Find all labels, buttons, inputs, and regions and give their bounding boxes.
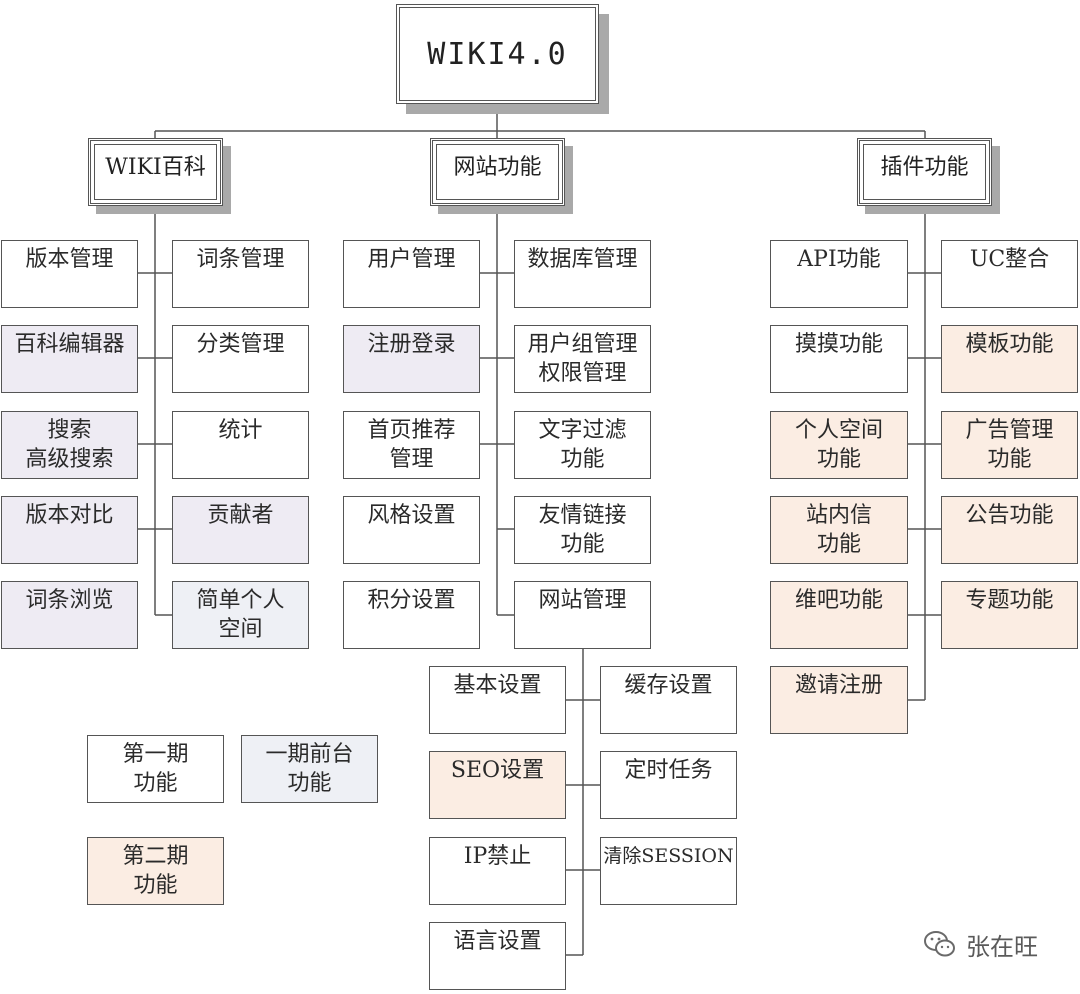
legend-phase2: 第二期 功能	[87, 837, 224, 905]
node-entry-manage: 词条管理	[172, 240, 309, 308]
header-site: 网站功能	[430, 138, 565, 206]
node-simple-space: 简单个人 空间	[172, 581, 309, 649]
node-ip-ban: IP禁止	[429, 837, 566, 905]
node-cron-tasks: 定时任务	[600, 751, 737, 819]
node-api: API功能	[770, 240, 908, 308]
node-version-manage: 版本管理	[1, 240, 138, 308]
node-basic-settings: 基本设置	[429, 666, 566, 734]
node-register-login: 注册登录	[343, 325, 480, 393]
node-statistics: 统计	[172, 411, 309, 479]
node-site-manage: 网站管理	[514, 581, 651, 649]
node-search: 搜索 高级搜索	[1, 411, 138, 479]
node-entry-browse: 词条浏览	[1, 581, 138, 649]
node-template: 模板功能	[941, 325, 1078, 393]
node-touch: 摸摸功能	[770, 325, 908, 393]
node-wiki-editor: 百科编辑器	[1, 325, 138, 393]
node-weiba: 维吧功能	[770, 581, 908, 649]
node-seo-settings: SEO设置	[429, 751, 566, 819]
node-text-filter: 文字过滤 功能	[514, 411, 651, 479]
legend-phase1-front: 一期前台 功能	[241, 735, 378, 803]
node-announcement: 公告功能	[941, 496, 1078, 564]
wechat-icon	[924, 931, 955, 957]
node-style-settings: 风格设置	[343, 496, 480, 564]
root-node: WIKI4.0	[396, 4, 599, 104]
node-user-manage: 用户管理	[343, 240, 480, 308]
watermark-text: 张在旺	[966, 932, 1038, 961]
node-personal-space: 个人空间 功能	[770, 411, 908, 479]
node-language-settings: 语言设置	[429, 922, 566, 990]
watermark: 张在旺	[922, 926, 1038, 962]
header-plugin: 插件功能	[857, 138, 992, 206]
header-wiki: WIKI百科	[88, 138, 223, 206]
legend-phase1: 第一期 功能	[87, 735, 224, 803]
node-cache-settings: 缓存设置	[600, 666, 737, 734]
node-group-permission: 用户组管理 权限管理	[514, 325, 651, 393]
node-points-settings: 积分设置	[343, 581, 480, 649]
node-db-manage: 数据库管理	[514, 240, 651, 308]
node-message: 站内信 功能	[770, 496, 908, 564]
node-topic: 专题功能	[941, 581, 1078, 649]
node-friend-links: 友情链接 功能	[514, 496, 651, 564]
node-version-compare: 版本对比	[1, 496, 138, 564]
node-ad-manage: 广告管理 功能	[941, 411, 1078, 479]
node-invite: 邀请注册	[770, 666, 908, 734]
node-homepage-recommend: 首页推荐 管理	[343, 411, 480, 479]
node-category-manage: 分类管理	[172, 325, 309, 393]
node-uc: UC整合	[941, 240, 1078, 308]
node-contributors: 贡献者	[172, 496, 309, 564]
node-clear-session: 清除SESSION	[600, 837, 737, 905]
